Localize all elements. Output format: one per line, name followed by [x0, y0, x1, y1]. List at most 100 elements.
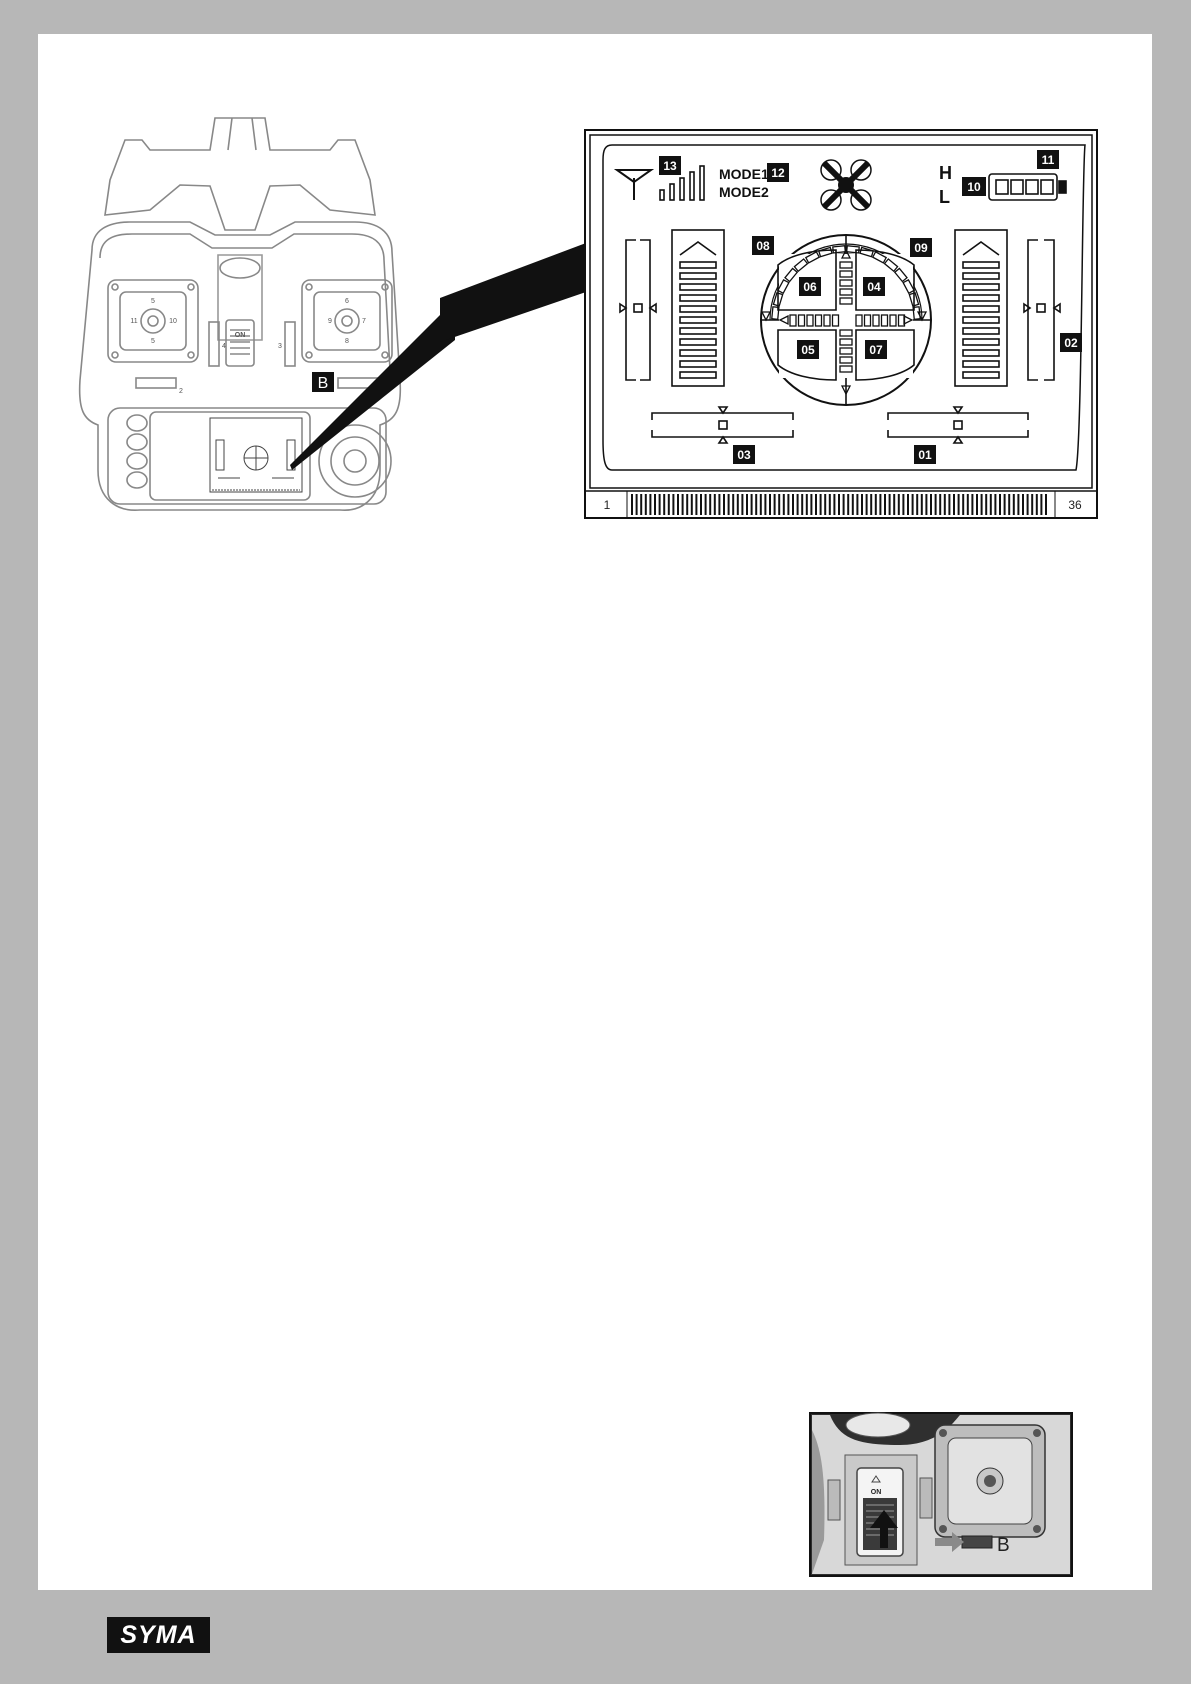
- pitch-segment: [839, 297, 853, 305]
- level-segment: [962, 327, 1000, 335]
- pitch-segment: [839, 329, 853, 337]
- arc-segment: [893, 267, 908, 283]
- callout-09: 09: [914, 241, 928, 255]
- level-segment: [962, 261, 1000, 269]
- trim-left-number: 4: [222, 343, 226, 350]
- trim-right-number: 3: [278, 343, 282, 350]
- right-horizontal-trim: [887, 406, 1029, 444]
- pin-number-last: 36: [1068, 498, 1082, 512]
- syma-logo: SYMA: [107, 1617, 210, 1653]
- roll-segment: [814, 314, 823, 327]
- battery-icon: [988, 173, 1067, 201]
- pitch-segment: [839, 356, 853, 364]
- level-segment: [679, 349, 717, 357]
- level-segment: [962, 371, 1000, 379]
- mode1-label: MODE1: [719, 166, 769, 182]
- pin-number-first: 1: [604, 498, 611, 512]
- pitch-segment: [839, 338, 853, 346]
- level-segment: [962, 338, 1000, 346]
- level-segment: [962, 294, 1000, 302]
- arc-segment: [883, 258, 899, 273]
- callout-01: 01: [918, 448, 932, 462]
- level-segment: [679, 360, 717, 368]
- pitch-segment: [839, 365, 853, 373]
- arc-segment: [859, 246, 875, 258]
- inset-on-label: ON: [871, 1489, 882, 1496]
- roll-segment: [797, 314, 806, 327]
- slider-number: 2: [179, 388, 183, 395]
- pitch-segment: [839, 261, 853, 269]
- arc-segment: [793, 258, 809, 273]
- pitch-segment: [839, 347, 853, 355]
- left-level-bar: [671, 229, 725, 387]
- level-segment: [679, 327, 717, 335]
- callout-07: 07: [869, 343, 883, 357]
- arc-segment: [832, 245, 847, 254]
- roll-segment: [863, 314, 872, 327]
- callout-06: 06: [803, 280, 817, 294]
- manual-page: [38, 34, 1152, 1590]
- attitude-gauge: [760, 234, 932, 406]
- pitch-segment: [839, 270, 853, 278]
- stick-right-number-left: 9: [328, 318, 332, 325]
- lcd-display-diagram: 1 36 MODE1 MODE2 H L: [584, 129, 1098, 519]
- callout-05: 05: [801, 343, 815, 357]
- arc-segment: [845, 245, 860, 254]
- stick-right-number-bottom: 8: [345, 338, 349, 345]
- arc-segment: [908, 291, 920, 307]
- callout-13: 13: [663, 159, 677, 173]
- level-segment: [962, 360, 1000, 368]
- stick-right-number-right: 7: [362, 318, 366, 325]
- drone-icon: [820, 159, 872, 211]
- level-segment: [679, 272, 717, 280]
- antenna-icon: [613, 169, 655, 200]
- syma-logo-text: SYMA: [120, 1620, 197, 1649]
- arc-segment: [804, 251, 821, 264]
- transmitter-drawing: 5 11 10 5 6 9 7 8 4 3 2 ON B: [78, 117, 455, 511]
- roll-segment: [855, 314, 863, 327]
- stick-left-number-left: 11: [130, 318, 137, 325]
- signal-bars-icon: [659, 165, 705, 201]
- level-segment: [679, 371, 717, 379]
- level-segment: [679, 261, 717, 269]
- stick-left-number-bottom: 5: [151, 338, 155, 345]
- callout-03: 03: [737, 448, 751, 462]
- power-switch-inset: ON B: [809, 1412, 1073, 1577]
- level-segment: [679, 305, 717, 313]
- level-segment: [962, 316, 1000, 324]
- arc-segment: [784, 267, 799, 283]
- callout-12: 12: [771, 166, 785, 180]
- callout-10: 10: [967, 180, 981, 194]
- power-switch-label: ON: [235, 332, 246, 339]
- right-level-bar: [954, 229, 1008, 387]
- right-vertical-trim: [1023, 239, 1061, 381]
- up-arrow-icon: [870, 1510, 898, 1548]
- high-rate-label: H: [939, 163, 952, 183]
- stick-left-number-top: 5: [151, 298, 155, 305]
- arc-segment: [871, 251, 888, 264]
- roll-segment: [889, 314, 897, 327]
- arc-segment: [777, 278, 790, 295]
- low-rate-label: L: [939, 187, 950, 207]
- roll-segment: [823, 314, 831, 327]
- arc-segment: [817, 246, 833, 258]
- level-segment: [679, 338, 717, 346]
- callout-02: 02: [1064, 336, 1078, 350]
- roll-segment: [872, 314, 880, 327]
- inset-b-label: B: [997, 1535, 1010, 1556]
- level-segment: [962, 272, 1000, 280]
- roll-segment: [806, 314, 814, 327]
- level-segment: [679, 316, 717, 324]
- arc-segment: [772, 291, 784, 307]
- zoom-pointer: [440, 243, 586, 342]
- level-segment: [962, 349, 1000, 357]
- left-horizontal-trim: [651, 406, 794, 444]
- arc-segment: [902, 278, 915, 295]
- left-vertical-trim: [619, 239, 657, 381]
- level-segment: [962, 283, 1000, 291]
- stick-left-number-right: 10: [169, 318, 177, 325]
- roll-segment: [831, 314, 840, 327]
- pitch-segment: [839, 279, 853, 287]
- roll-segment: [789, 314, 797, 327]
- roll-segment: [880, 314, 889, 327]
